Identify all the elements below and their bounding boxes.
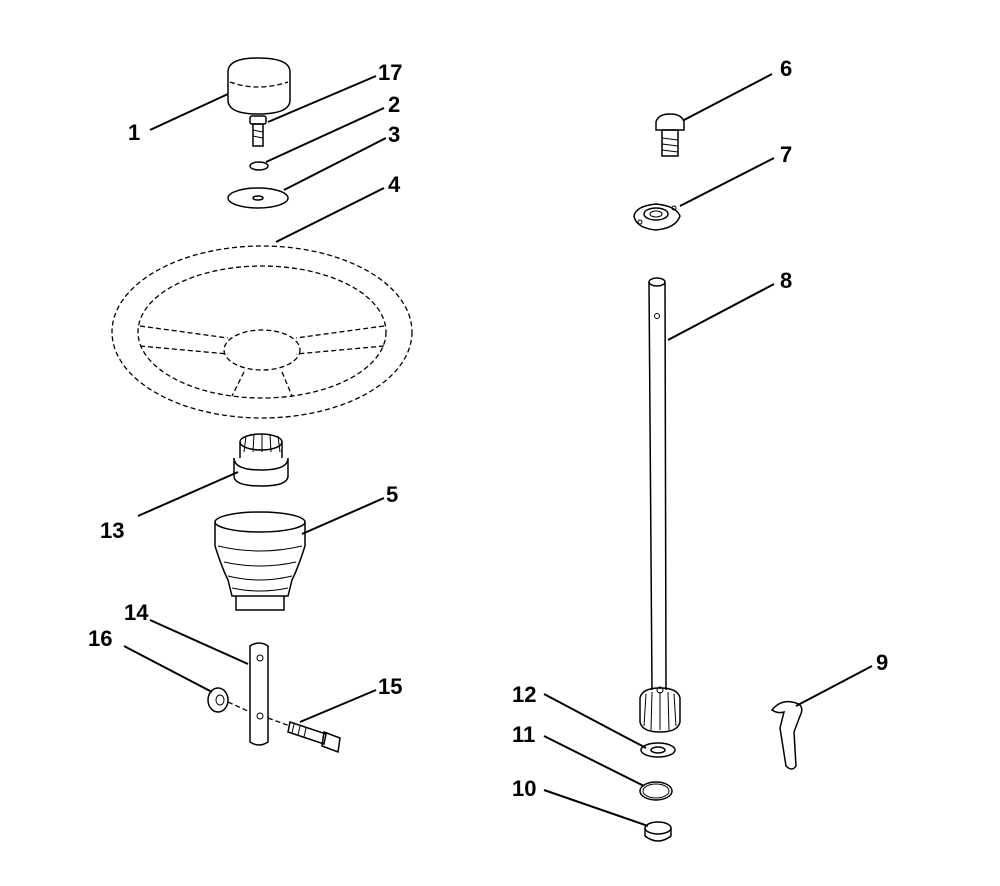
callout-14: 14 — [124, 600, 149, 625]
part-11-retaining-ring — [639, 781, 673, 801]
leader-lines — [123, 73, 873, 827]
callout-12: 12 — [512, 682, 536, 707]
callout-11: 11 — [512, 722, 535, 747]
callout-7: 7 — [780, 142, 792, 167]
callout-13: 13 — [100, 518, 124, 543]
part-15-bolt — [267, 717, 341, 754]
part-14-shaft — [249, 642, 269, 746]
callout-17: 17 — [378, 60, 402, 85]
callout-16: 16 — [88, 626, 112, 651]
callout-3: 3 — [388, 122, 400, 147]
part-6-bolt — [655, 113, 685, 157]
part-17-screw — [249, 115, 267, 147]
part-5-boot — [214, 511, 306, 611]
callout-10: 10 — [512, 776, 536, 801]
callout-2: 2 — [388, 92, 400, 117]
callout-1: 1 — [128, 120, 140, 145]
part-2-lockwasher — [249, 161, 269, 171]
part-4-steering-wheel — [111, 245, 413, 419]
callout-6: 6 — [780, 56, 792, 81]
callout-numbers: 1 17 2 3 4 13 5 14 16 15 6 7 8 9 12 11 1… — [88, 56, 888, 801]
callout-4: 4 — [388, 172, 401, 197]
part-9-clip — [770, 700, 803, 770]
callout-8: 8 — [780, 268, 792, 293]
part-12-washer — [640, 742, 676, 758]
part-1-cap — [227, 57, 291, 115]
callout-15: 15 — [378, 674, 402, 699]
callout-9: 9 — [876, 650, 888, 675]
part-13-hub-adapter — [233, 433, 289, 487]
part-8-steering-shaft — [648, 277, 667, 691]
callout-5: 5 — [386, 482, 398, 507]
pinion-gear — [639, 686, 681, 733]
part-16-nut — [207, 687, 251, 713]
part-3-washer — [227, 187, 289, 209]
part-10-bushing — [644, 821, 672, 842]
part-7-flange-bearing — [633, 203, 681, 231]
